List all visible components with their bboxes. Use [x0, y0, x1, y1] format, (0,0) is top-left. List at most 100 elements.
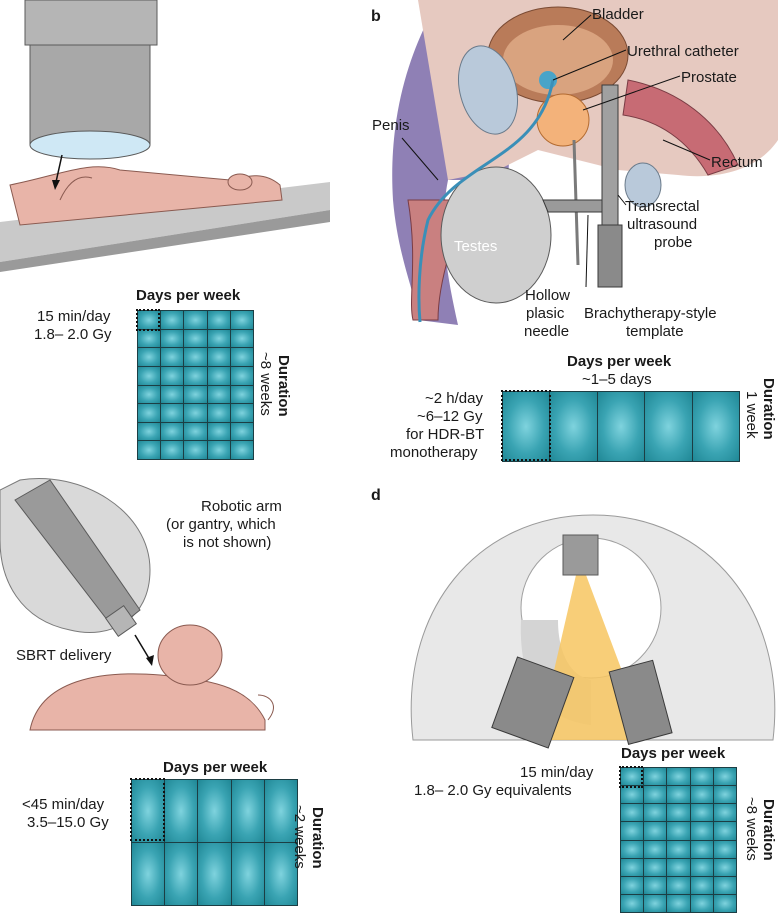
schedule-cell — [138, 386, 160, 404]
schedule-cell — [208, 386, 230, 404]
schedule-cell — [621, 841, 643, 858]
schedule-cell — [598, 392, 644, 461]
duration-title-d: Duration — [760, 799, 776, 861]
schedule-cell — [231, 330, 253, 348]
schedule-cell — [714, 804, 736, 821]
schedule-cell — [231, 386, 253, 404]
schedule-cell — [138, 404, 160, 422]
grid-subtitle-b: ~1–5 days — [582, 371, 652, 388]
schedule-cell — [714, 786, 736, 803]
schedule-cell — [231, 311, 253, 329]
schedule-cell — [184, 441, 206, 459]
schedule-cell — [132, 843, 164, 905]
schedule-cell — [138, 423, 160, 441]
schedule-cell — [667, 786, 689, 803]
schedule-cell — [161, 330, 183, 348]
schedule-cell — [714, 768, 736, 785]
schedule-cell — [667, 768, 689, 785]
dose-text-b-1: ~2 h/day — [425, 390, 483, 407]
schedule-cell — [161, 348, 183, 366]
schedule-cell — [691, 822, 713, 839]
schedule-cell — [161, 311, 183, 329]
schedule-cell — [138, 330, 160, 348]
grid-title-b: Days per week — [567, 353, 671, 370]
label-transrectal: Transrectal — [625, 198, 699, 215]
schedule-cell — [184, 386, 206, 404]
schedule-cell — [621, 804, 643, 821]
label-hollow: Hollow — [525, 287, 570, 304]
robotic-arm-text-1: Robotic arm — [201, 498, 282, 515]
schedule-cell — [231, 367, 253, 385]
schedule-cell — [550, 392, 596, 461]
schedule-cell — [621, 822, 643, 839]
schedule-cell — [208, 330, 230, 348]
schedule-cell — [621, 877, 643, 894]
schedule-cell — [691, 768, 713, 785]
schedule-cell — [714, 859, 736, 876]
label-prostate: Prostate — [681, 69, 737, 86]
dose-text-c-1: <45 min/day — [22, 796, 104, 813]
schedule-cell — [138, 441, 160, 459]
dose-text-b-2: ~6–12 Gy — [417, 408, 482, 425]
robotic-arm-text-2: (or gantry, which — [166, 516, 276, 533]
sbrt-delivery-text: SBRT delivery — [16, 647, 111, 664]
schedule-cell — [165, 843, 197, 905]
single-session-marker-c — [130, 778, 165, 841]
schedule-cell — [208, 311, 230, 329]
dose-text-d-1: 15 min/day — [520, 764, 593, 781]
label-brachy: Brachytherapy-style — [584, 305, 717, 322]
schedule-cell — [621, 786, 643, 803]
label-ultrasound: ultrasound — [627, 216, 697, 233]
schedule-cell — [232, 843, 264, 905]
schedule-cell — [714, 822, 736, 839]
schedule-cell — [691, 804, 713, 821]
single-session-marker-b — [501, 390, 551, 461]
schedule-cell — [231, 441, 253, 459]
schedule-cell — [184, 311, 206, 329]
schedule-grid-a — [137, 310, 254, 460]
schedule-cell — [667, 895, 689, 912]
dose-text-a-2: 1.8– 2.0 Gy — [34, 326, 112, 343]
schedule-cell — [161, 386, 183, 404]
schedule-cell — [161, 441, 183, 459]
label-probe: probe — [654, 234, 692, 251]
schedule-cell — [208, 404, 230, 422]
schedule-cell — [644, 822, 666, 839]
gantry-illustration — [408, 490, 778, 740]
label-needle: needle — [524, 323, 569, 340]
single-session-marker-d — [619, 766, 643, 788]
dose-text-b-4: monotherapy — [390, 444, 478, 461]
dose-text-b-3: for HDR-BT — [406, 426, 484, 443]
label-penis: Penis — [372, 117, 410, 134]
schedule-cell — [208, 348, 230, 366]
label-urethral-catheter: Urethral catheter — [627, 43, 739, 60]
schedule-cell — [161, 367, 183, 385]
schedule-cell — [208, 441, 230, 459]
schedule-grid-d — [620, 767, 737, 913]
single-session-marker-a — [136, 309, 160, 331]
label-plasic: plasic — [526, 305, 564, 322]
label-rectum: Rectum — [711, 154, 763, 171]
schedule-cell — [184, 348, 206, 366]
schedule-cell — [691, 786, 713, 803]
schedule-cell — [714, 895, 736, 912]
schedule-cell — [644, 804, 666, 821]
duration-value-b: 1 week — [743, 391, 759, 439]
schedule-cell — [138, 348, 160, 366]
robotic-arm-illustration — [0, 480, 330, 730]
schedule-cell — [644, 877, 666, 894]
grid-title-a: Days per week — [136, 287, 240, 304]
schedule-cell — [184, 423, 206, 441]
label-testes: Testes — [454, 238, 497, 255]
duration-value-d: ~8 weeks — [743, 797, 759, 861]
duration-value-c: ~2 weeks — [291, 805, 307, 869]
schedule-cell — [667, 841, 689, 858]
duration-title-a: Duration — [275, 355, 291, 417]
schedule-cell — [691, 895, 713, 912]
schedule-cell — [231, 423, 253, 441]
schedule-cell — [667, 877, 689, 894]
schedule-cell — [165, 780, 197, 842]
schedule-cell — [714, 877, 736, 894]
panel-label-d: d — [371, 487, 381, 505]
schedule-cell — [184, 367, 206, 385]
